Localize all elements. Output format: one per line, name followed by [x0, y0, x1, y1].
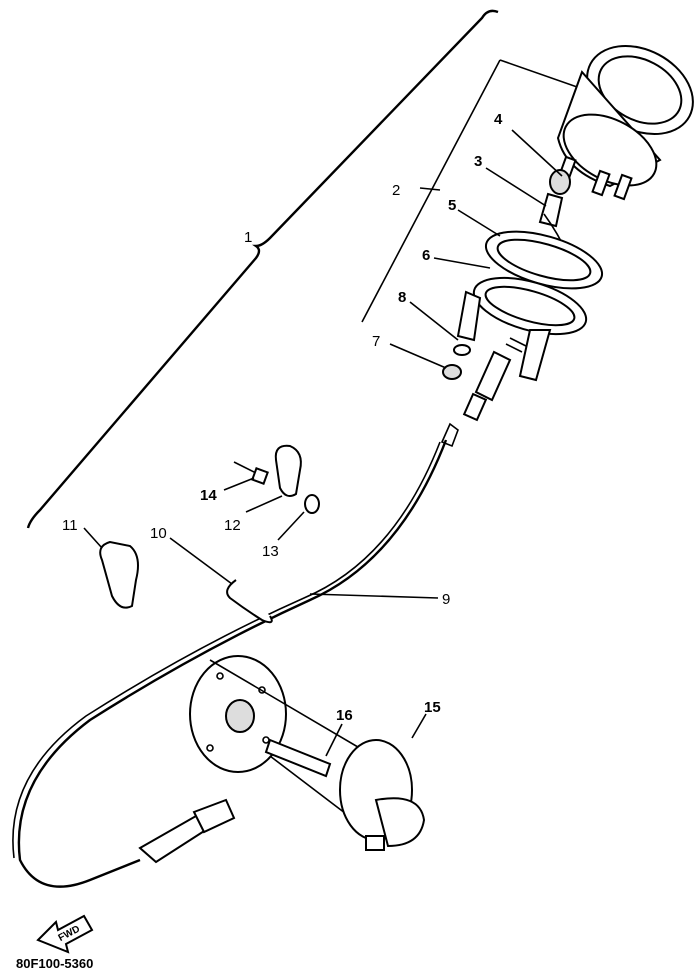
callout-12: 12: [224, 517, 241, 534]
cable-clamp: [226, 579, 273, 624]
callout-8: 8: [398, 289, 406, 306]
callout-7: 7: [372, 333, 380, 350]
callout-9: 9: [442, 591, 450, 608]
clamp-11: [99, 540, 139, 609]
callout-5: 5: [448, 197, 456, 214]
fwd-arrow-icon: FWD: [36, 914, 94, 954]
callout-1: 1: [244, 229, 252, 246]
callout-4: 4: [494, 111, 503, 128]
callout-2: 2: [392, 182, 400, 199]
callout-10: 10: [150, 525, 167, 542]
drive-shaft-16: [264, 738, 332, 778]
callout-15: 15: [424, 699, 441, 716]
callout-3: 3: [474, 153, 482, 170]
callout-13: 13: [262, 543, 279, 560]
rubber-rings: [472, 230, 604, 336]
callout-6: 6: [422, 247, 430, 264]
clamp-12: [274, 444, 302, 497]
leader-lines: [83, 129, 563, 757]
cable-tip: [440, 422, 459, 448]
nut-7: [442, 364, 462, 380]
subassembly-bracket: [361, 59, 501, 323]
cable-fitting: [462, 337, 527, 422]
callout-11: 11: [62, 517, 78, 534]
cable-outline: [12, 441, 441, 859]
washer-8: [453, 344, 471, 356]
callout-14: 14: [200, 487, 217, 504]
gear-unit: [189, 655, 426, 851]
assembly-bracket: [26, 9, 499, 529]
drawing-code: 80F100-5360: [16, 956, 93, 971]
speedometer-cable: [17, 439, 448, 888]
meter-bracket: [456, 290, 552, 382]
callout-16: 16: [336, 707, 353, 724]
washer-13: [304, 494, 320, 514]
screw-head: [251, 467, 269, 485]
meter-head: [556, 44, 694, 201]
screw-14: [233, 461, 259, 475]
bracket-top-tick: [499, 59, 581, 89]
cable-end-nut: [192, 798, 236, 834]
